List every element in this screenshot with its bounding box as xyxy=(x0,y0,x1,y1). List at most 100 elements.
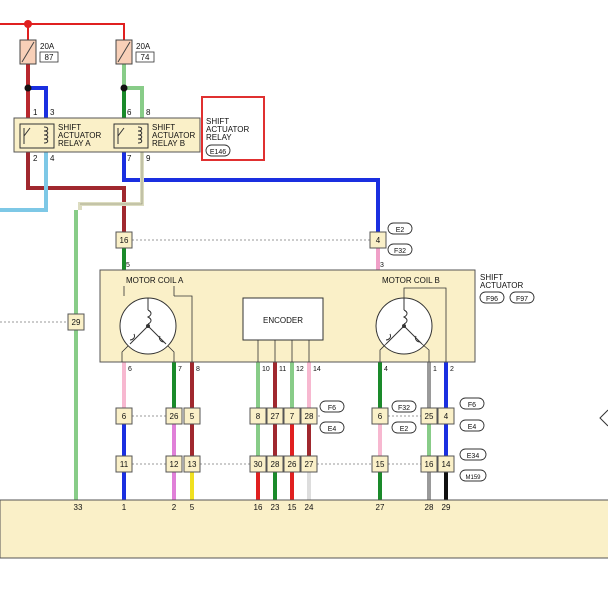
svg-text:24: 24 xyxy=(305,503,314,512)
svg-text:ENCODER: ENCODER xyxy=(263,316,303,325)
wire-relayA-blue xyxy=(28,86,48,118)
wire-relayA-pin2 xyxy=(26,152,126,232)
actuator-connector-F96: F96 xyxy=(486,296,498,303)
wire-relayB-pin9-edge xyxy=(80,152,143,205)
svg-text:28: 28 xyxy=(271,460,280,469)
svg-text:F6: F6 xyxy=(468,402,476,409)
fuse-74: 20A 74 xyxy=(115,39,155,65)
relay-a-label-2: ACTUATOR xyxy=(58,131,101,140)
fuse-74-number: 74 xyxy=(141,53,150,62)
junction-b xyxy=(120,84,128,92)
svg-text:7: 7 xyxy=(127,154,132,163)
svg-text:E2: E2 xyxy=(396,227,405,234)
svg-text:1: 1 xyxy=(433,366,437,373)
fuse-87-rating: 20A xyxy=(40,42,55,51)
motor-coil-b: MOTOR COIL B xyxy=(375,276,447,362)
svg-text:11: 11 xyxy=(279,366,286,373)
svg-text:MOTOR COIL A: MOTOR COIL A xyxy=(126,276,184,285)
relay-b-label-2: ACTUATOR xyxy=(152,131,195,140)
svg-text:26: 26 xyxy=(170,412,179,421)
upper-terminal-29: 29 xyxy=(67,313,85,331)
svg-text:E4: E4 xyxy=(468,424,477,431)
wire-power-rail xyxy=(0,23,125,40)
svg-text:25: 25 xyxy=(425,412,434,421)
relay-b-label-1: SHIFT xyxy=(152,123,175,132)
page-marker-icon xyxy=(599,409,608,427)
svg-text:4: 4 xyxy=(50,154,55,163)
relay-connector-E146: E146 xyxy=(210,149,226,156)
svg-text:14: 14 xyxy=(313,366,321,373)
svg-text:SHIFT: SHIFT xyxy=(206,117,229,126)
svg-text:F6: F6 xyxy=(328,405,336,412)
upper-terminal-4: 4 xyxy=(369,231,387,249)
relay-b: 6 8 7 9 SHIFT ACTUATOR RELAY B xyxy=(113,108,195,163)
svg-text:E4: E4 xyxy=(328,426,337,433)
svg-text:15: 15 xyxy=(288,503,297,512)
svg-text:26: 26 xyxy=(288,460,297,469)
terminal-row-2: 11 12 13 30 28 26 27 15 16 14 xyxy=(115,455,455,473)
svg-text:3: 3 xyxy=(50,108,55,117)
svg-text:6: 6 xyxy=(128,366,132,373)
relay-callout: SHIFT ACTUATOR RELAY E146 xyxy=(201,96,265,161)
svg-text:27: 27 xyxy=(271,412,280,421)
svg-text:RELAY: RELAY xyxy=(206,133,232,142)
svg-text:4: 4 xyxy=(444,412,449,421)
actuator-connector-F97: F97 xyxy=(516,296,528,303)
svg-text:16: 16 xyxy=(254,503,263,512)
relay-a-label-1: SHIFT xyxy=(58,123,81,132)
svg-text:27: 27 xyxy=(376,503,385,512)
terminal-row-1: 6 26 5 8 27 7 28 6 25 4 xyxy=(115,407,455,425)
svg-text:11: 11 xyxy=(120,460,129,469)
svg-text:12: 12 xyxy=(296,366,304,373)
encoder: ENCODER xyxy=(242,297,324,362)
svg-text:5: 5 xyxy=(190,412,195,421)
svg-text:12: 12 xyxy=(170,460,179,469)
relay-b-label-3: RELAY B xyxy=(152,139,185,148)
svg-text:5: 5 xyxy=(190,503,195,512)
actuator-pin-3: 3 xyxy=(380,262,384,269)
row-connectors: F6 E4 F32 E2 F6 E4 E34 M159 xyxy=(319,397,487,482)
svg-text:15: 15 xyxy=(376,460,385,469)
svg-text:M159: M159 xyxy=(465,475,481,481)
svg-text:14: 14 xyxy=(442,460,451,469)
upper-connectors: E2 F32 xyxy=(387,222,413,256)
bottom-pin-labels: 33 1 2 5 16 23 15 24 27 28 29 xyxy=(74,503,451,512)
fuse-87: 20A 87 xyxy=(19,39,59,65)
svg-text:1: 1 xyxy=(33,108,38,117)
actuator-label-2: ACTUATOR xyxy=(480,281,523,290)
relay-a-label-3: RELAY A xyxy=(58,139,91,148)
svg-text:6: 6 xyxy=(127,108,132,117)
svg-text:4: 4 xyxy=(376,236,381,245)
svg-text:10: 10 xyxy=(262,366,270,373)
svg-text:16: 16 xyxy=(120,236,129,245)
wire-relayB-pin7 xyxy=(122,152,380,232)
wire-relayB-pin8 xyxy=(124,86,144,118)
upper-terminal-16: 16 xyxy=(115,231,133,249)
wire-relayA-pin4 xyxy=(0,152,48,212)
actuator-label-1: SHIFT xyxy=(480,273,503,282)
svg-text:ACTUATOR: ACTUATOR xyxy=(206,125,249,134)
svg-text:13: 13 xyxy=(188,460,197,469)
svg-text:9: 9 xyxy=(146,154,151,163)
svg-text:28: 28 xyxy=(425,503,434,512)
svg-text:MOTOR COIL B: MOTOR COIL B xyxy=(382,276,440,285)
svg-text:8: 8 xyxy=(256,412,261,421)
svg-text:6: 6 xyxy=(122,412,127,421)
svg-text:8: 8 xyxy=(146,108,151,117)
bottom-wires xyxy=(122,362,448,500)
svg-text:33: 33 xyxy=(74,503,83,512)
svg-text:E2: E2 xyxy=(400,426,409,433)
svg-text:E34: E34 xyxy=(467,453,480,460)
junction-a xyxy=(24,84,32,92)
svg-text:1: 1 xyxy=(122,503,127,512)
svg-text:2: 2 xyxy=(33,154,38,163)
svg-text:F32: F32 xyxy=(398,405,410,412)
svg-text:7: 7 xyxy=(178,366,182,373)
svg-text:7: 7 xyxy=(290,412,295,421)
svg-text:27: 27 xyxy=(305,460,314,469)
svg-text:30: 30 xyxy=(254,460,263,469)
motor-coil-a: MOTOR COIL A xyxy=(119,276,193,362)
svg-text:4: 4 xyxy=(384,366,388,373)
actuator-pin-5: 5 xyxy=(126,262,130,269)
